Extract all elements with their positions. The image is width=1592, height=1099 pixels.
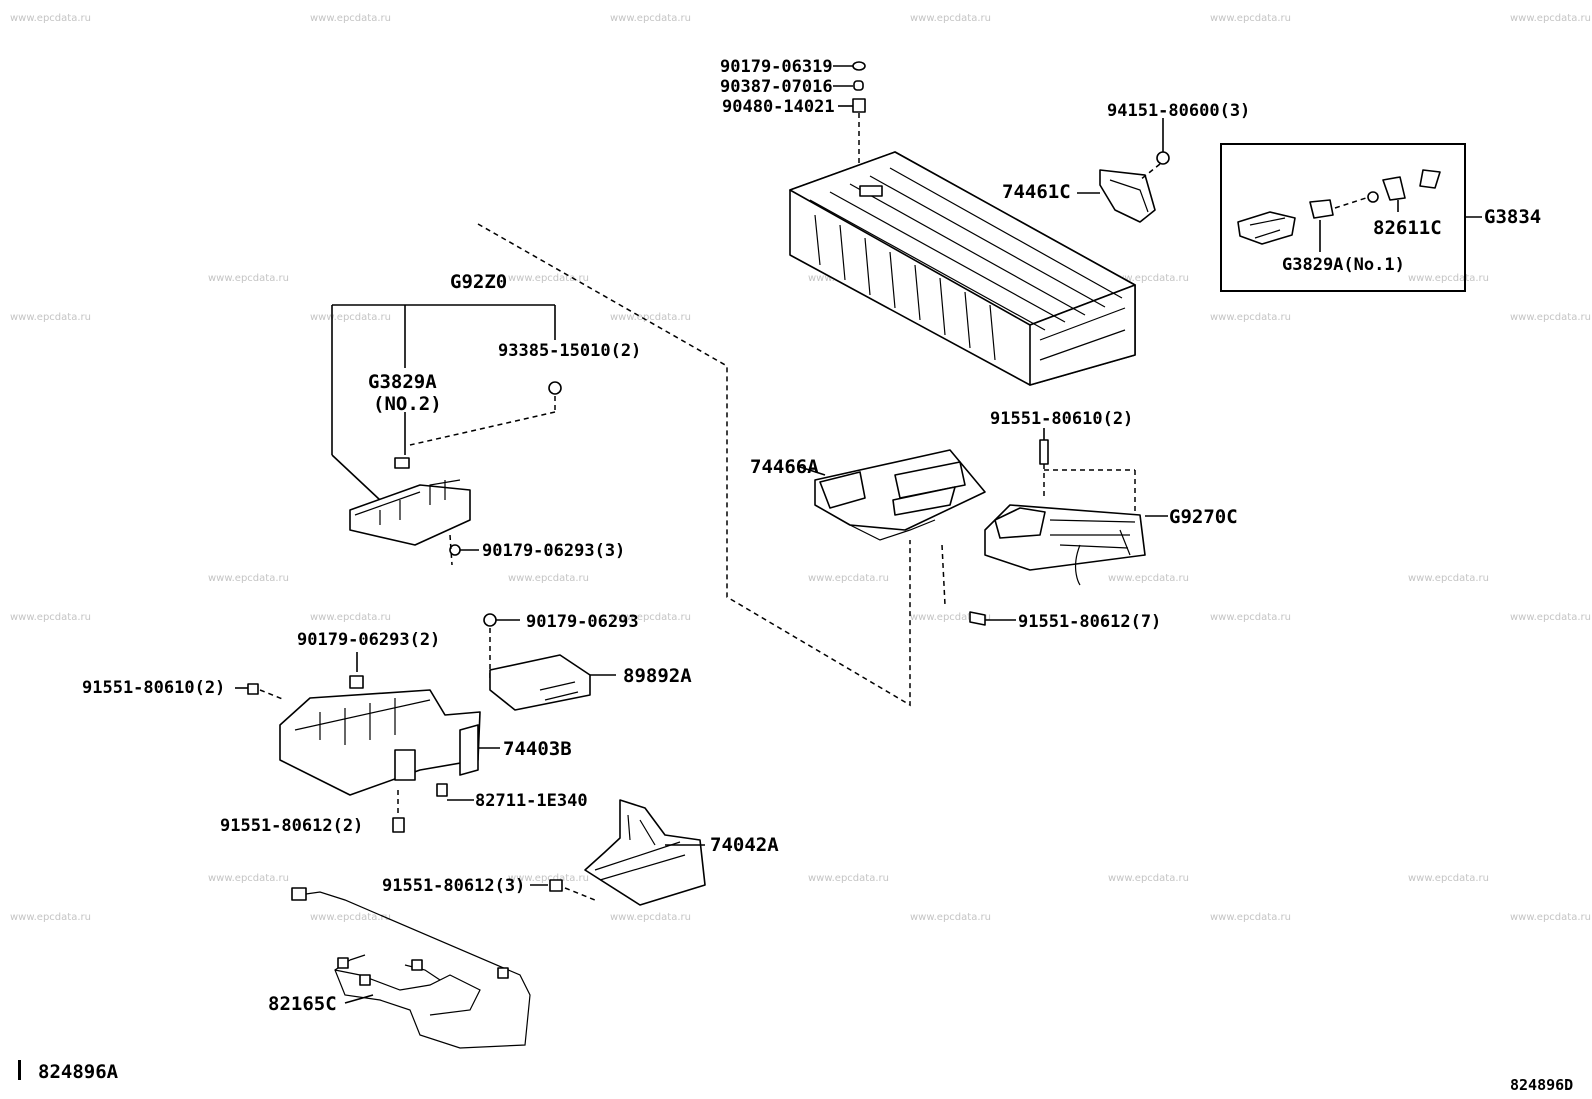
watermark: www.epcdata.ru <box>1510 13 1591 24</box>
watermark: www.epcdata.ru <box>310 912 391 923</box>
watermark: www.epcdata.ru <box>10 912 91 923</box>
bolt-91551-80612-7 <box>941 544 1016 626</box>
part-label: 91551-80612(7) <box>1018 612 1161 632</box>
watermark: www.epcdata.ru <box>1408 573 1489 584</box>
part-label: 93385-15010(2) <box>498 341 641 361</box>
diagram-code-right: 824896D <box>1510 1076 1573 1094</box>
part-label: 74042A <box>710 834 779 856</box>
wire-harness-82165C <box>291 887 531 1049</box>
watermark: www.epcdata.ru <box>1210 612 1291 623</box>
bracket-74461C <box>1077 118 1170 223</box>
watermark: www.epcdata.ru <box>910 13 991 24</box>
watermark: www.epcdata.ru <box>1510 312 1591 323</box>
watermark: www.epcdata.ru <box>610 13 691 24</box>
part-label: 82711-1E340 <box>475 791 588 811</box>
tray-74466A <box>799 449 986 541</box>
watermark: www.epcdata.ru <box>10 13 91 24</box>
watermark: www.epcdata.ru <box>310 13 391 24</box>
part-label: G9270C <box>1169 506 1238 528</box>
part-label: (NO.2) <box>373 393 442 415</box>
part-label: G3829A(No.1) <box>1282 255 1405 275</box>
footer: 824896A 824896D <box>18 1060 1573 1094</box>
top-fastener-stack <box>833 61 866 195</box>
dashed-outline <box>477 223 911 707</box>
part-label: 90179-06293(2) <box>297 630 440 650</box>
labels: 90179-06319 90387-07016 90480-14021 9415… <box>82 57 1541 1015</box>
part-label: 91551-80610(2) <box>990 409 1133 429</box>
nut-90179-06293-2 <box>349 652 364 689</box>
bolt-91551-80610-2-left <box>235 683 286 701</box>
bracket-74042A <box>584 799 706 906</box>
clip-82711-1E340 <box>436 783 474 801</box>
watermark: www.epcdata.ru <box>10 612 91 623</box>
part-label: 90480-14021 <box>722 97 835 117</box>
part-label: 90179-06293(3) <box>482 541 625 561</box>
part-label: 90387-07016 <box>720 77 833 97</box>
watermark: www.epcdata.ru <box>1108 273 1189 284</box>
watermark: www.epcdata.ru <box>310 612 391 623</box>
part-label: 90179-06319 <box>720 57 833 77</box>
watermark: www.epcdata.ru <box>610 312 691 323</box>
watermark: www.epcdata.ru <box>208 873 289 884</box>
part-label: 91551-80612(3) <box>382 876 525 896</box>
watermark: www.epcdata.ru <box>508 873 589 884</box>
bracket-74403B <box>279 689 500 796</box>
part-label: 74461C <box>1002 181 1071 203</box>
watermark: www.epcdata.ru <box>610 912 691 923</box>
watermark: www.epcdata.ru <box>1510 912 1591 923</box>
part-label: G3834 <box>1484 206 1541 228</box>
group-G92Z0 <box>331 304 562 566</box>
watermark: www.epcdata.ru <box>310 312 391 323</box>
watermark: www.epcdata.ru <box>1210 912 1291 923</box>
part-label: 74466A <box>750 456 819 478</box>
watermark: www.epcdata.ru <box>1108 873 1189 884</box>
watermark: www.epcdata.ru <box>1510 612 1591 623</box>
part-label: 74403B <box>503 738 572 760</box>
watermark: www.epcdata.ru <box>508 573 589 584</box>
watermark: www.epcdata.ru <box>1408 873 1489 884</box>
battery-assembly <box>789 151 1136 386</box>
part-label: 82611C <box>1373 217 1442 239</box>
watermark: www.epcdata.ru <box>808 573 889 584</box>
kit-box-G3834 <box>1220 143 1482 292</box>
part-label: 91551-80612(2) <box>220 816 363 836</box>
watermark: www.epcdata.ru <box>208 273 289 284</box>
watermark: www.epcdata.ru <box>610 612 691 623</box>
footer-marker <box>18 1060 21 1080</box>
part-label: 90179-06293 <box>526 612 639 632</box>
watermark: www.epcdata.ru <box>1210 13 1291 24</box>
watermark: www.epcdata.ru <box>508 273 589 284</box>
part-label: 89892A <box>623 665 692 687</box>
part-label: G3829A <box>368 371 437 393</box>
watermark: www.epcdata.ru <box>1210 312 1291 323</box>
watermark: www.epcdata.ru <box>208 573 289 584</box>
part-label: 82165C <box>268 993 337 1015</box>
ecu-89892A <box>483 613 616 711</box>
diagram-code-left: 824896A <box>38 1061 119 1083</box>
watermark: www.epcdata.ru <box>910 612 991 623</box>
watermark: www.epcdata.ru <box>1408 273 1489 284</box>
watermark: www.epcdata.ru <box>10 312 91 323</box>
watermark-layer: www.epcdata.ru www.epcdata.ru www.epcdat… <box>10 13 1591 923</box>
bolt-91551-80612-2 <box>392 790 405 833</box>
part-label: 91551-80610(2) <box>82 678 225 698</box>
part-label: 94151-80600(3) <box>1107 101 1250 121</box>
watermark: www.epcdata.ru <box>910 912 991 923</box>
watermark: www.epcdata.ru <box>808 873 889 884</box>
bolt-91551-80612-3 <box>530 879 596 901</box>
watermark: www.epcdata.ru <box>1108 573 1189 584</box>
part-label: G92Z0 <box>450 271 507 293</box>
ecu-G9270C <box>984 428 1168 586</box>
